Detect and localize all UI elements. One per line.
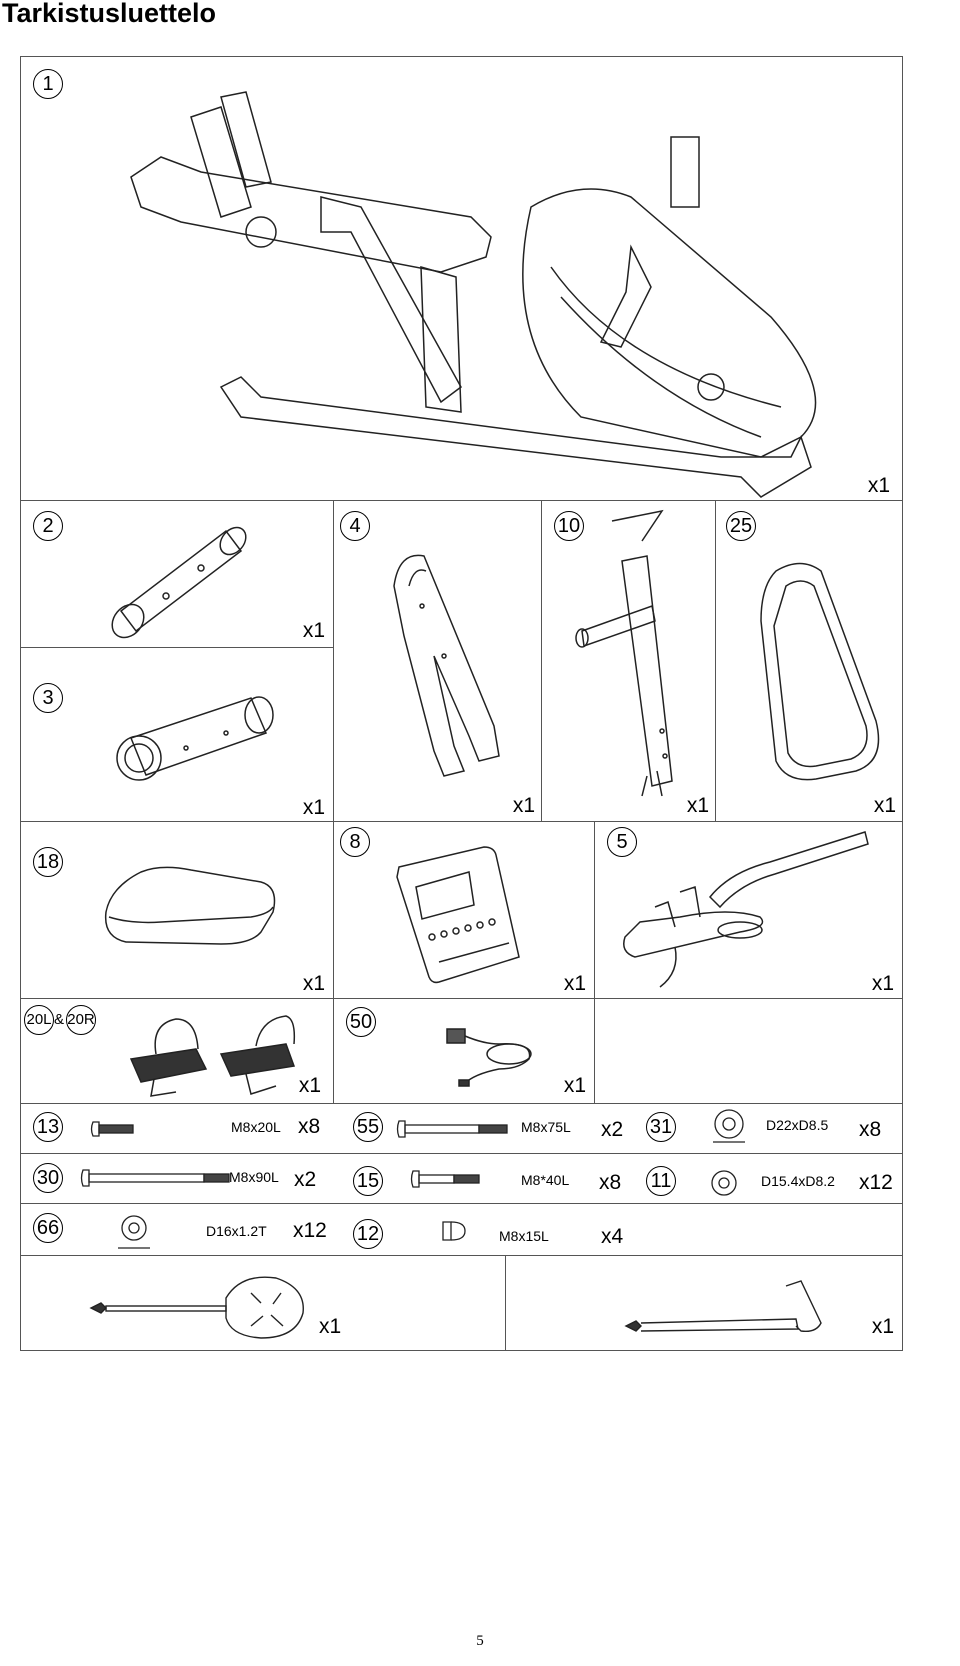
part-number-badge: 15	[353, 1166, 383, 1196]
bolt-icon	[80, 1169, 233, 1187]
main-frame-illustration	[130, 91, 841, 498]
part-8-cell: 8 x1	[333, 821, 595, 999]
part-number-badge: 30	[33, 1163, 63, 1193]
quantity-label: x1	[873, 794, 896, 817]
part-number-badge: 55	[353, 1112, 383, 1142]
quantity-label: x12	[859, 1171, 893, 1194]
hardware-spec: D15.4xD8.2	[761, 1173, 835, 1189]
handlebar-illustration	[620, 822, 880, 992]
allen-key-tool-illustration	[624, 1280, 836, 1341]
quantity-label: x1	[319, 1315, 342, 1338]
cap-nut-icon	[441, 1218, 467, 1244]
part-number-badge: 31	[646, 1112, 676, 1142]
hardware-spec: M8x20L	[231, 1119, 281, 1135]
hardware-spec: D16x1.2T	[206, 1223, 267, 1239]
part-2-cell: 2 x1	[20, 500, 334, 648]
pedals-illustration	[126, 1014, 301, 1099]
hardware-row: 66 D16x1.2T x12 12 M8x15L x4	[20, 1203, 903, 1256]
washer-icon	[116, 1212, 152, 1252]
part-number-badge: 5	[607, 827, 637, 857]
part-5-cell: 5 x1	[594, 821, 903, 999]
quantity-label: x4	[601, 1225, 624, 1248]
multi-wrench-tool-illustration	[89, 1268, 321, 1343]
part-18-cell: 18 x1	[20, 821, 334, 999]
part-number-badge: 25	[726, 511, 756, 541]
part-number-badge: 3	[33, 683, 63, 713]
part-number-badge: 12	[353, 1219, 383, 1249]
part-number-badge: 50	[346, 1007, 376, 1037]
quantity-label: x8	[599, 1171, 622, 1194]
bolt-icon	[410, 1170, 483, 1188]
part-10-cell: 10 x1	[541, 500, 716, 822]
page-number: 5	[476, 1633, 484, 1649]
quantity-label: x1	[867, 474, 890, 497]
quantity-label: x1	[871, 972, 894, 995]
quantity-label: x2	[294, 1168, 317, 1191]
part-number-badge: 10	[554, 511, 584, 541]
quantity-label: x2	[601, 1118, 624, 1141]
washer-icon	[709, 1108, 749, 1148]
hardware-spec: M8x15L	[499, 1228, 549, 1244]
console-illustration	[394, 846, 524, 987]
part-20-cell: 20L & 20R x1	[20, 998, 334, 1104]
part-number-badge: 11	[646, 1166, 676, 1196]
u-bracket-illustration	[384, 546, 504, 777]
tool-cell: x1	[20, 1255, 506, 1351]
part-number-badge: 1	[33, 69, 63, 99]
handlebar-post-illustration	[572, 509, 702, 801]
hardware-spec: M8x75L	[521, 1119, 571, 1135]
part-number-badge: 20R	[66, 1005, 96, 1035]
part-50-cell: 50 x1	[333, 998, 595, 1104]
part-1-cell: 1 x1	[20, 56, 903, 501]
hardware-spec: M8*40L	[521, 1172, 570, 1188]
part-4-cell: 4 x1	[333, 500, 542, 822]
quantity-label: x1	[512, 794, 535, 817]
hardware-spec: M8x90L	[229, 1169, 279, 1185]
quantity-label: x1	[871, 1315, 894, 1338]
quantity-label: x1	[298, 1074, 321, 1097]
part-number-badge: 8	[340, 827, 370, 857]
quantity-label: x12	[293, 1219, 327, 1242]
axle-tube-illustration	[106, 516, 256, 639]
backrest-illustration	[756, 561, 886, 786]
hardware-spec: D22xD8.5	[766, 1117, 829, 1133]
quantity-label: x1	[563, 972, 586, 995]
part-25-cell: 25 x1	[715, 500, 903, 822]
part-number-badge: 66	[33, 1213, 63, 1243]
part-number-separator: &	[54, 1011, 65, 1028]
quantity-label: x1	[302, 619, 325, 642]
hardware-row: 13 M8x20L x8 55 M8x75L x2 31 D22xD8.5 x8	[20, 1103, 903, 1154]
quantity-label: x8	[298, 1115, 321, 1138]
bolt-icon	[90, 1120, 134, 1138]
hardware-row: 30 M8x90L x2 15 M8*40L x8 11 D15.4xD8.2 …	[20, 1153, 903, 1204]
page-title: Tarkistusluettelo	[2, 0, 217, 28]
bolt-icon	[396, 1120, 509, 1138]
power-adapter-illustration	[439, 1024, 539, 1089]
part-number-badge: 20L	[24, 1005, 54, 1035]
tool-cell: x1	[505, 1255, 903, 1351]
part-number-badge: 2	[33, 511, 63, 541]
seat-cushion-illustration	[101, 862, 281, 952]
quantity-label: x1	[563, 1074, 586, 1097]
part-number-badge: 18	[33, 847, 63, 877]
part-number-badge: 13	[33, 1112, 63, 1142]
roller-tube-illustration	[111, 693, 281, 788]
empty-cell	[594, 998, 903, 1104]
quantity-label: x1	[686, 794, 709, 817]
quantity-label: x8	[859, 1118, 882, 1141]
washer-icon	[709, 1168, 739, 1198]
quantity-label: x1	[302, 796, 325, 819]
part-number-badge: 4	[340, 511, 370, 541]
quantity-label: x1	[302, 972, 325, 995]
part-3-cell: 3 x1	[20, 647, 334, 822]
